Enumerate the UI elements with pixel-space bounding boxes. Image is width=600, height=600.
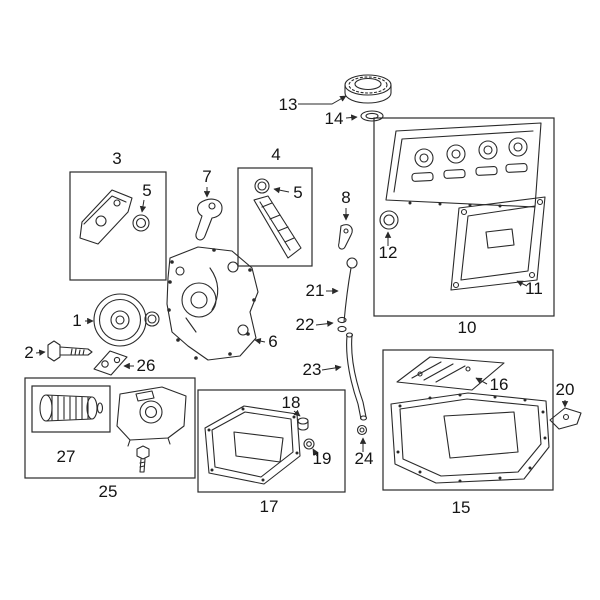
- leader-5b: [273, 186, 290, 194]
- callout-4[interactable]: 4: [271, 145, 280, 164]
- callout-3[interactable]: 3: [112, 149, 121, 168]
- callout-24[interactable]: 24: [355, 449, 374, 468]
- filler-cap-seal-drawing: [360, 110, 384, 122]
- callout-11[interactable]: 11: [525, 279, 543, 298]
- bracket-7-drawing: [195, 198, 223, 241]
- seal-5a-drawing: [132, 214, 150, 232]
- chain-guide-drawing: [253, 195, 302, 259]
- oil-pan-drawing: [204, 405, 301, 485]
- plug-18-drawing: [297, 417, 309, 431]
- leader-23: [321, 364, 342, 372]
- oil-dipstick-drawing: [343, 257, 358, 323]
- leader-6: [254, 337, 266, 345]
- leader-22: [315, 320, 334, 327]
- pulley-bolt-drawing: [47, 340, 93, 362]
- leader-16: [475, 377, 488, 385]
- callout-6[interactable]: 6: [268, 332, 277, 351]
- seal-5b-drawing: [254, 178, 270, 194]
- washer-19-drawing: [303, 438, 315, 450]
- valve-cover-drawing: [385, 122, 542, 208]
- group-box-27: [31, 385, 111, 433]
- oil-filter-element-drawing: [39, 394, 104, 422]
- timing-cover-drawing: [144, 246, 259, 361]
- callout-15[interactable]: 15: [452, 498, 471, 517]
- callout-20[interactable]: 20: [556, 380, 575, 399]
- callout-12[interactable]: 12: [379, 243, 398, 262]
- callout-19[interactable]: 19: [313, 449, 332, 468]
- callout-27[interactable]: 27: [57, 447, 76, 466]
- callout-14[interactable]: 14: [325, 109, 344, 128]
- callout-2[interactable]: 2: [24, 343, 33, 362]
- callout-22[interactable]: 22: [296, 315, 315, 334]
- callout-10[interactable]: 10: [458, 318, 477, 337]
- leader-18: [293, 409, 301, 417]
- callout-18[interactable]: 18: [282, 393, 301, 412]
- plate-26-drawing: [93, 350, 128, 376]
- callout-23[interactable]: 23: [303, 360, 322, 379]
- callout-1[interactable]: 1: [72, 311, 81, 330]
- valve-cover-seal-drawing: [379, 210, 399, 230]
- callout-8[interactable]: 8: [341, 188, 350, 207]
- group-box-17: [197, 389, 346, 493]
- dipstick-tube-drawing: [345, 332, 368, 421]
- oil-filter-housing-drawing: [116, 386, 187, 473]
- oil-filler-cap-drawing: [344, 74, 392, 104]
- o-ring-24-drawing: [356, 424, 368, 436]
- callout-25[interactable]: 25: [99, 482, 118, 501]
- callout-5b[interactable]: 5: [293, 183, 302, 202]
- bracket-3-drawing: [79, 189, 133, 245]
- group-box-15: [382, 349, 554, 491]
- bracket-20-drawing: [549, 407, 582, 430]
- baffle-plate-drawing: [396, 356, 505, 391]
- o-rings-22-drawing: [337, 316, 347, 333]
- callout-21[interactable]: 21: [306, 281, 325, 300]
- callout-13[interactable]: 13: [279, 95, 298, 114]
- callout-17[interactable]: 17: [260, 497, 279, 516]
- callout-5a[interactable]: 5: [142, 181, 151, 200]
- bracket-8-drawing: [338, 224, 353, 250]
- leader-19: [312, 448, 319, 457]
- leader-13: [298, 95, 347, 105]
- callout-16[interactable]: 16: [490, 375, 509, 394]
- leader-5a: [139, 199, 147, 213]
- group-box-4: [237, 167, 313, 267]
- group-box-10: [373, 117, 555, 317]
- crankshaft-pulley-drawing: [93, 293, 147, 347]
- upper-oil-pan-drawing: [390, 392, 550, 484]
- callout-26[interactable]: 26: [137, 356, 156, 375]
- leader-11: [516, 280, 528, 287]
- group-box-25: [24, 377, 196, 479]
- valve-cover-gasket-drawing: [450, 196, 546, 291]
- callout-7[interactable]: 7: [202, 167, 211, 186]
- leader-14: [345, 114, 358, 121]
- leader-2: [35, 349, 46, 356]
- group-box-3: [69, 171, 167, 281]
